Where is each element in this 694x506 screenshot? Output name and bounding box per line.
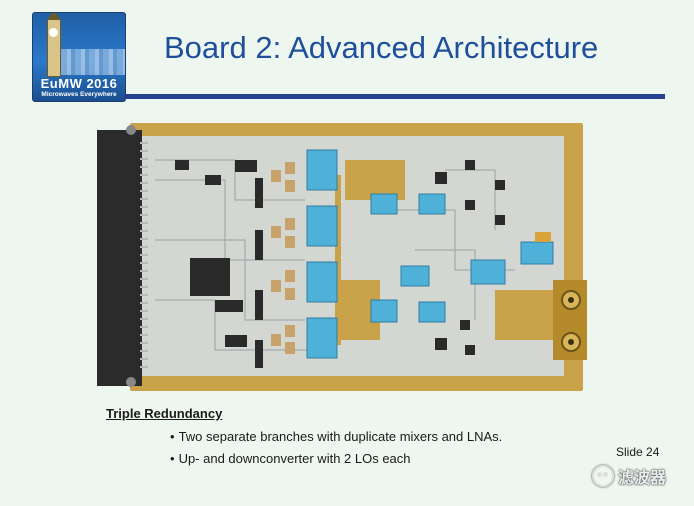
pcb-photo	[95, 120, 595, 395]
logo-year: EuMW 2016	[40, 76, 118, 91]
bullet-item: Up- and downconverter with 2 LOs each	[170, 451, 502, 466]
big-ben-icon	[47, 13, 61, 77]
watermark-text: 滤波器	[618, 470, 667, 487]
eumw-logo: EuMW 2016 Microwaves Everywhere	[32, 12, 126, 102]
logo-tagline: Microwaves Everywhere	[41, 91, 117, 98]
title-divider	[124, 94, 665, 99]
bullet-item: Two separate branches with duplicate mix…	[170, 429, 503, 444]
section-heading: Triple Redundancy	[106, 406, 223, 421]
london-skyline-graphic	[61, 49, 125, 75]
bullet-list: Two separate branches with duplicate mix…	[170, 429, 503, 473]
watermark: 滤波器	[592, 464, 666, 488]
wechat-icon	[592, 465, 614, 487]
slide-title: Board 2: Advanced Architecture	[164, 30, 599, 65]
slide-number: Slide 24	[616, 445, 660, 459]
pcb-board-graphic	[97, 123, 587, 391]
